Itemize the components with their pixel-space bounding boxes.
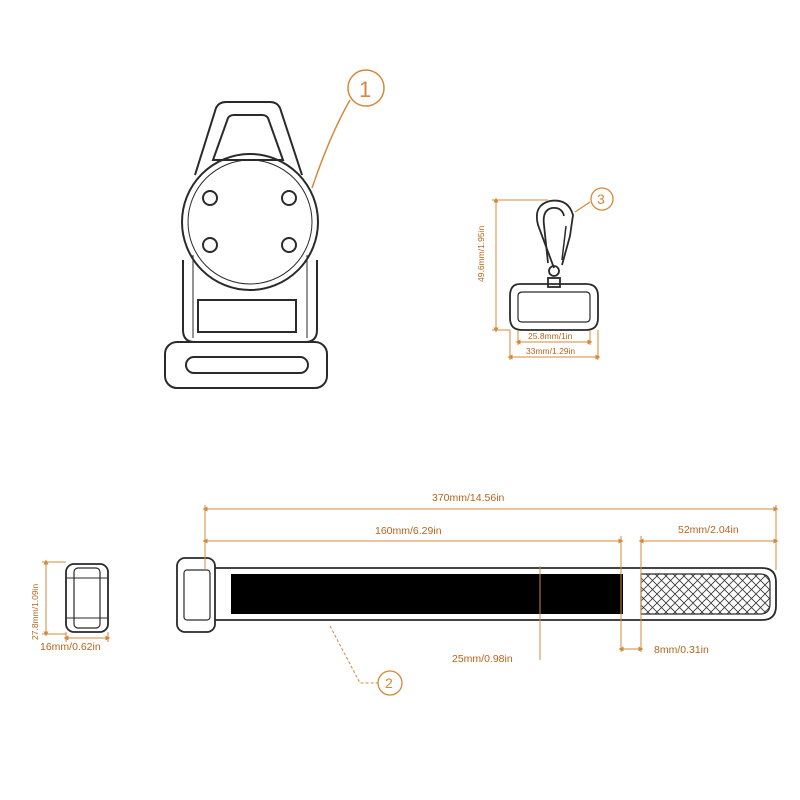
screw-hole-icon <box>202 237 218 253</box>
hook-outer-width-dimension <box>507 330 601 360</box>
mount-part <box>164 101 328 389</box>
strap-width-label: 25mm/0.98in <box>452 653 513 665</box>
mount-disc <box>181 153 319 291</box>
strap-band-length-dimension <box>202 536 624 652</box>
mount-handle-inner <box>211 114 285 161</box>
callout-3: 3 <box>574 187 614 213</box>
buckle-width-dimension <box>63 632 111 642</box>
callout-2-number: 2 <box>385 675 393 691</box>
snap-hook-part <box>509 199 599 331</box>
strap-dark-band <box>231 574 623 614</box>
callout-1: 1 <box>311 69 385 189</box>
buckle-height-label: 27.8mm/1.09in <box>30 584 40 640</box>
buckle-height-dimension <box>42 559 66 637</box>
strap-textured-end <box>640 573 771 615</box>
hook-height-label: 49.6mm/1.95in <box>476 226 486 282</box>
strap-total-length-label: 370mm/14.56in <box>432 492 505 504</box>
hook-inner-width-dimension <box>515 330 593 345</box>
hook-inner-width-label: 25.8mm/1in <box>528 331 573 341</box>
strap-part <box>176 557 777 633</box>
mount-slot <box>185 356 309 374</box>
screw-hole-icon <box>281 190 297 206</box>
d-ring <box>509 283 599 331</box>
buckle-width-label: 16mm/0.62in <box>40 641 101 653</box>
screw-hole-icon <box>202 190 218 206</box>
strap-end-buckle <box>176 557 216 633</box>
strap-band-length-label: 160mm/6.29in <box>375 525 442 537</box>
callout-3-number: 3 <box>597 191 605 207</box>
strap-textured-length-dimension <box>638 536 779 652</box>
mount-handle-outer <box>194 101 303 176</box>
callout-1-number: 1 <box>359 77 371 102</box>
mount-label-window <box>197 299 297 333</box>
screw-hole-icon <box>281 237 297 253</box>
small-buckle-part <box>65 563 109 633</box>
callout-2: 2 <box>329 625 403 696</box>
strap-total-length-dimension <box>202 505 779 570</box>
strap-gap-label: 8mm/0.31in <box>654 644 709 656</box>
strap-textured-length-label: 52mm/2.04in <box>678 524 739 536</box>
hook-height-dimension <box>492 197 548 333</box>
hook-outer-width-label: 33mm/1.29in <box>526 346 575 356</box>
mount-slot-bar <box>164 341 328 389</box>
